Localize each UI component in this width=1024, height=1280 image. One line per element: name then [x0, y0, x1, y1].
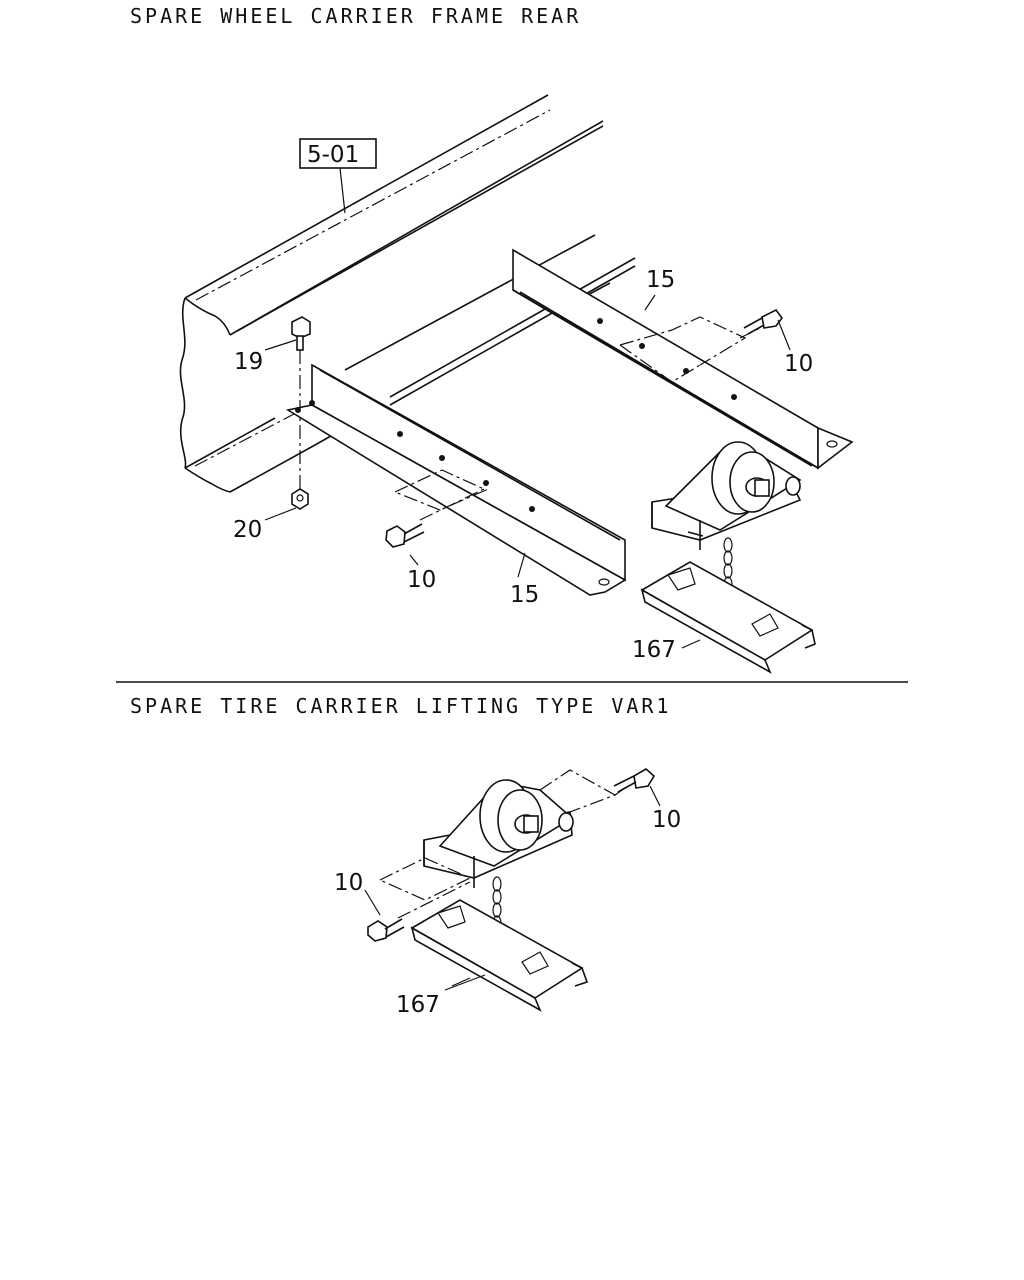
callout-20: 20 — [233, 517, 262, 543]
section-title-frame-rear: SPARE WHEEL CARRIER FRAME REAR — [130, 4, 582, 28]
nut-20 — [264, 488, 309, 521]
callout-10-bottom-rear: 10 — [652, 807, 681, 833]
bracket-15-front — [285, 363, 627, 596]
callout-10-rear: 10 — [784, 351, 813, 377]
tire-carrier-167-top — [640, 561, 816, 674]
bolt-10-front — [385, 523, 425, 566]
ref-box-5-01: 5-01 — [299, 138, 377, 214]
winch-assembly-top — [651, 441, 802, 607]
callout-10-bottom-front: 10 — [334, 870, 363, 896]
callout-19: 19 — [234, 349, 263, 375]
callout-15-rear: 15 — [646, 267, 675, 293]
frame-rail — [179, 94, 636, 493]
bolt-10-bottom-rear — [613, 768, 661, 807]
callout-167-top: 167 — [632, 637, 676, 663]
callout-15-front: 15 — [510, 582, 539, 608]
callout-167-bottom: 167 — [396, 992, 440, 1018]
ref-box-label: 5-01 — [307, 142, 359, 168]
bolt-10-bottom-front — [364, 889, 405, 942]
section-title-lifting-type: SPARE TIRE CARRIER LIFTING TYPE VAR1 — [130, 694, 672, 718]
tire-carrier-167-bottom — [410, 899, 589, 1012]
callout-10-front: 10 — [407, 567, 436, 593]
bolt-10-rear — [743, 308, 791, 351]
bolt-19 — [264, 316, 311, 351]
